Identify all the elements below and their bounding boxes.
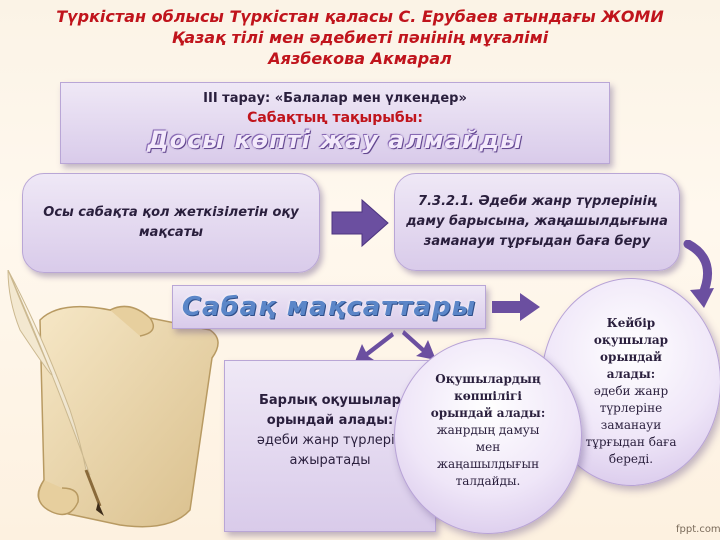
curriculum-standard-box: 7.3.2.1. Әдеби жанр түрлерінің даму бары…	[394, 173, 680, 271]
learning-goal-box: Осы сабақта қол жеткізілетін оқу мақсаты	[22, 173, 320, 273]
most-students-circle: Оқушылардың көпшілігі орындай алады: жан…	[394, 338, 582, 534]
most-students-heading: Оқушылардың көпшілігі орындай алады:	[430, 372, 546, 420]
some-students-body: әдеби жанр түрлеріне заманауи тұрғыдан б…	[585, 384, 677, 466]
learning-goal-text: Осы сабақта қол жеткізілетін оқу мақсаты	[43, 205, 299, 240]
section-title: ІІІ тарау: «Балалар мен үлкендер»	[203, 91, 467, 106]
right-arrow-icon	[331, 198, 389, 248]
teacher-header: Түркістан облысы Түркістан қаласы С. Еру…	[0, 6, 720, 69]
arrow-to-some-icon	[492, 293, 540, 321]
teacher-name: Аязбекова Акмарал	[268, 49, 452, 68]
lesson-topic-box: ІІІ тарау: «Балалар мен үлкендер» Сабақт…	[60, 82, 610, 164]
arrow-down-right-icon	[402, 330, 436, 360]
all-students-heading: Барлық оқушылар орындай алады:	[258, 393, 401, 428]
curved-arrow-icon	[683, 240, 714, 308]
watermark-logo: fppt.com	[676, 524, 720, 535]
most-students-body: жанрдың дамуы мен жаңашылдығын талдайды.	[436, 423, 540, 488]
lesson-title: Досы көпті жау алмайды	[147, 126, 523, 154]
topic-label: Сабақтың тақырыбы:	[247, 110, 423, 126]
standard-text: 7.3.2.1. Әдеби жанр түрлерінің даму бары…	[406, 194, 668, 249]
scroll-quill-illustration	[7, 270, 219, 528]
school-line: Түркістан облысы Түркістан қаласы С. Еру…	[56, 7, 664, 26]
objectives-title-text: Сабақ мақсаттары	[181, 292, 477, 322]
arrow-down-left-icon	[354, 332, 394, 364]
objectives-title: Сабақ мақсаттары	[172, 285, 486, 329]
subject-line: Қазақ тілі мен әдебиеті пәнінің мұғалімі	[171, 28, 549, 47]
all-students-body: әдеби жанр түрлерін ажыратады	[256, 433, 404, 468]
some-students-heading: Кейбір оқушылар орындай алады:	[593, 316, 669, 381]
